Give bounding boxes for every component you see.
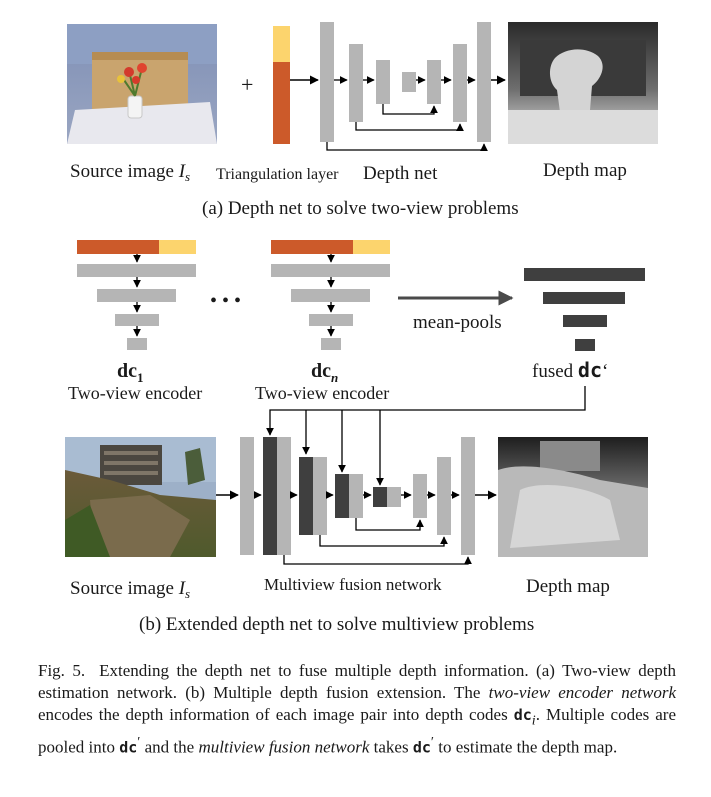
triangulation-layer-label: Triangulation layer [216,166,339,183]
caption-text-2: encodes the depth information of each im… [38,705,514,724]
plus-sign: + [241,72,253,97]
mean-pools-label: mean-pools [413,312,502,333]
caption-prime-2: ′ [430,734,435,751]
encoder-1-label: Two-view encoder [68,383,202,403]
figure-diagram: + Source image Is Triangulation layer De… [65,22,658,635]
dcn-label: dcn [311,360,338,385]
dec-block-3 [427,60,441,104]
depth-map-b-label: Depth map [526,576,610,597]
caption-prime-1: ′ [137,734,141,751]
caption-text-4: and the [140,738,199,758]
caption-term-fusion: multiview fusion network [198,738,370,758]
caption-dc-prime-2: dc [412,739,431,758]
depth-map-a-label: Depth map [543,160,627,181]
ellipsis: • • • [210,290,241,312]
caption-text-1: Extending the depth net to fuse multiple… [38,661,676,702]
encoder-n-label: Two-view encoder [255,383,389,403]
caption-text-6: to estimate the depth map. [434,738,618,758]
triangulation-yellow-segment [273,26,290,62]
caption-text-5: takes [369,738,413,758]
caption-dc-prime: dc [119,739,138,758]
source-image-a-label: Source image Is [70,161,190,184]
figure-number: Fig. 5. [38,661,86,680]
two-view-encoder-1 [77,240,196,350]
subcaption-a: (a) Depth net to solve two-view problems [202,198,519,219]
fusion-net-label: Multiview fusion network [264,575,442,594]
triangulation-orange-segment [273,62,290,144]
source-image-b [65,437,216,557]
source-image-b-label: Source image Is [70,578,190,601]
depth-map-a [508,22,658,144]
figure-caption: Fig. 5.Extending the depth net to fuse m… [38,660,676,759]
source-image-a [67,24,217,144]
dec-block-1 [477,22,491,142]
depth-net-a [320,22,506,152]
dec-block-2 [453,44,467,122]
bottleneck-block [402,72,416,92]
depth-net-label: Depth net [363,163,438,184]
caption-text-3: . Multiple codes are pooled into [38,705,676,758]
caption-dc: dc [513,706,532,724]
enc-block-3 [376,60,390,104]
fused-code-pyramid [524,268,645,351]
subcaption-b: (b) Extended depth net to solve multivie… [139,614,534,635]
enc-block-2 [349,44,363,122]
fused-code-distribution [266,386,586,486]
dc1-label: dc1 [117,360,144,385]
caption-term-encoder: two-view encoder network [488,683,676,702]
two-view-encoder-n [271,240,390,350]
enc-block-1 [320,22,334,142]
depth-map-b [498,437,648,557]
caption-dc-sub: i [531,712,536,729]
fused-dc-label: fused dc‘ [532,358,608,382]
multiview-fusion-network [240,437,497,565]
